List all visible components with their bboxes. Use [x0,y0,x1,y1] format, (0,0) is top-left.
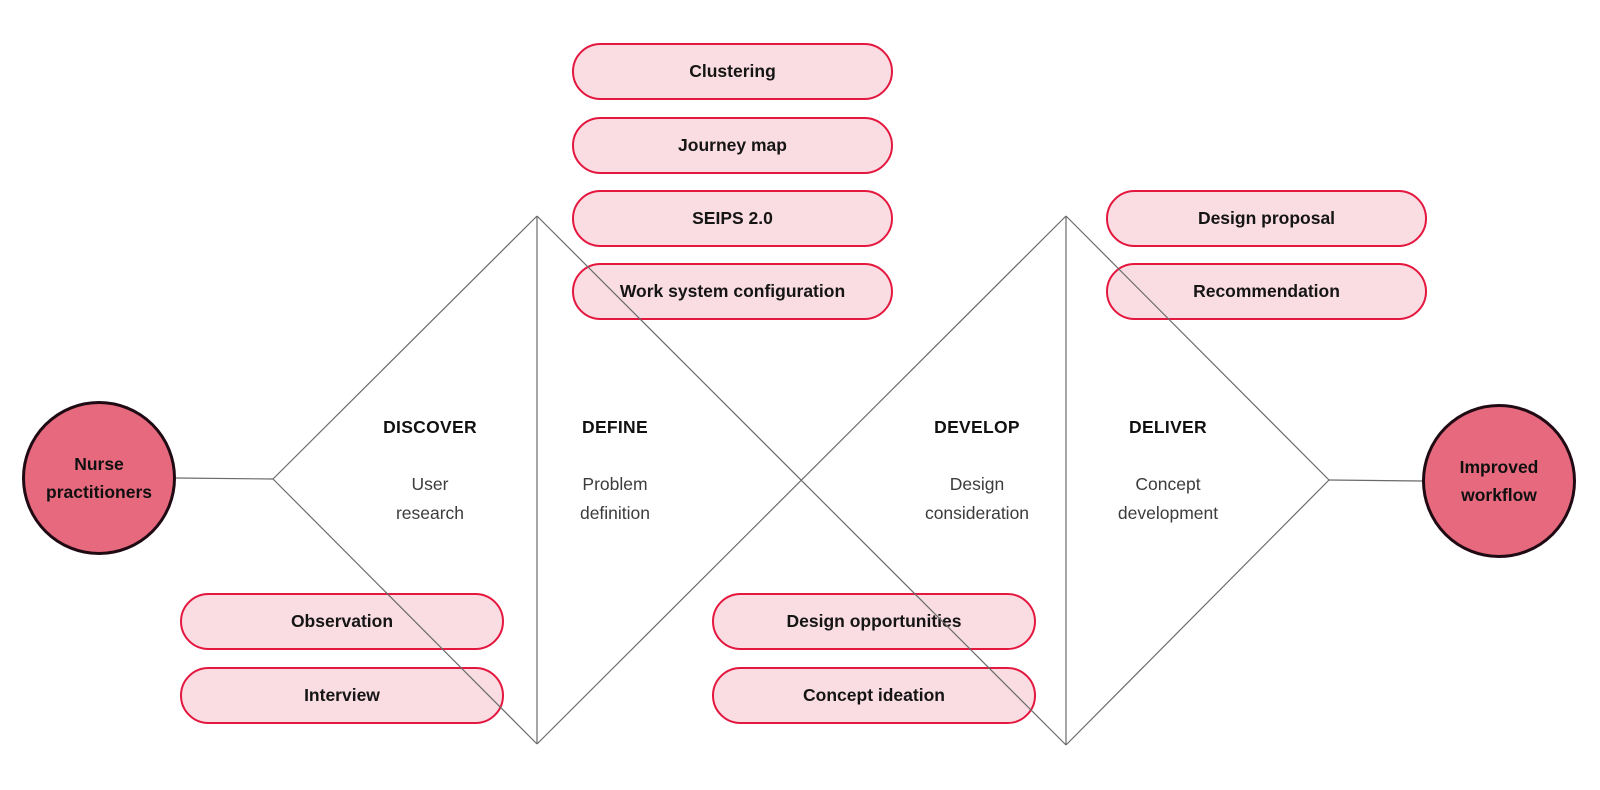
phase-define: DEFINE Problem definition [580,417,650,528]
method-pill-work-system-configuration: Work system configuration [572,263,893,320]
method-pill-recommendation: Recommendation [1106,263,1427,320]
phase-discover-title: DISCOVER [383,417,477,437]
phase-develop-title: DEVELOP [934,417,1020,437]
method-pill-concept-ideation: Concept ideation [712,667,1036,724]
phase-define-title: DEFINE [582,417,648,437]
method-pill-observation: Observation [180,593,504,650]
method-pill-interview: Interview [180,667,504,724]
start-node-nurse-practitioners: Nurse practitioners [22,401,176,555]
connector-right-line [1328,479,1423,482]
end-node-improved-workflow: Improved workflow [1422,404,1576,558]
phase-deliver-title: DELIVER [1129,417,1207,437]
phase-develop: DEVELOP Design consideration [925,417,1029,528]
phase-define-subtitle: Problem definition [579,474,651,523]
phase-discover-subtitle: User research [395,474,465,523]
phase-discover: DISCOVER User research [383,417,477,528]
phase-deliver: DELIVER Concept development [1118,417,1218,528]
method-pill-design-proposal: Design proposal [1106,190,1427,247]
method-pill-seips-2-0: SEIPS 2.0 [572,190,893,247]
method-pill-clustering: Clustering [572,43,893,100]
method-pill-journey-map: Journey map [572,117,893,174]
connector-left-line [175,477,274,480]
phase-deliver-subtitle: Concept development [1117,474,1219,523]
method-pill-design-opportunities: Design opportunities [712,593,1036,650]
phase-develop-subtitle: Design consideration [924,474,1030,523]
